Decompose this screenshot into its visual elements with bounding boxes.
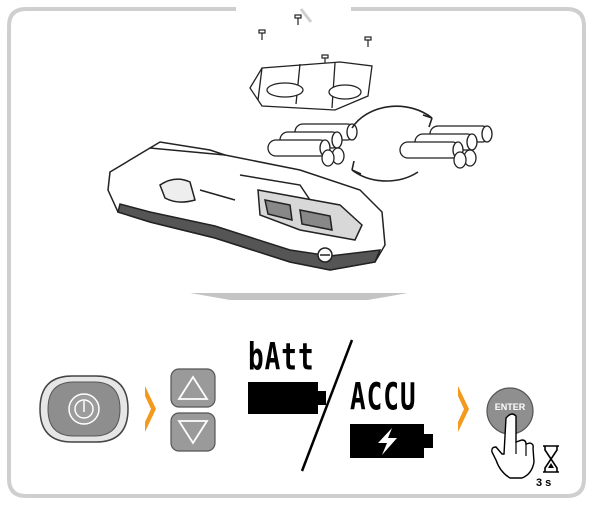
step-arrow-2 [457,385,471,433]
rechargeable-battery-icon [350,424,436,462]
down-button [171,413,215,451]
process-down-arrow [190,293,408,300]
lcd-accu-text: ACCU [350,376,417,420]
mode-divider-slash [298,338,356,474]
hourglass-icon [540,444,562,474]
battery-cover [250,62,372,110]
up-down-buttons [168,366,218,456]
hold-duration-label: 3 s [536,477,551,489]
step-arrow-1 [144,385,158,433]
battery-cells-left [268,124,357,166]
up-button [171,369,215,407]
device-battery-illustration [0,0,593,300]
pointing-hand-icon [486,410,538,482]
battery-cells-right [400,126,492,168]
power-button [36,372,132,446]
screw-icons [259,15,371,65]
device-body [108,142,385,270]
